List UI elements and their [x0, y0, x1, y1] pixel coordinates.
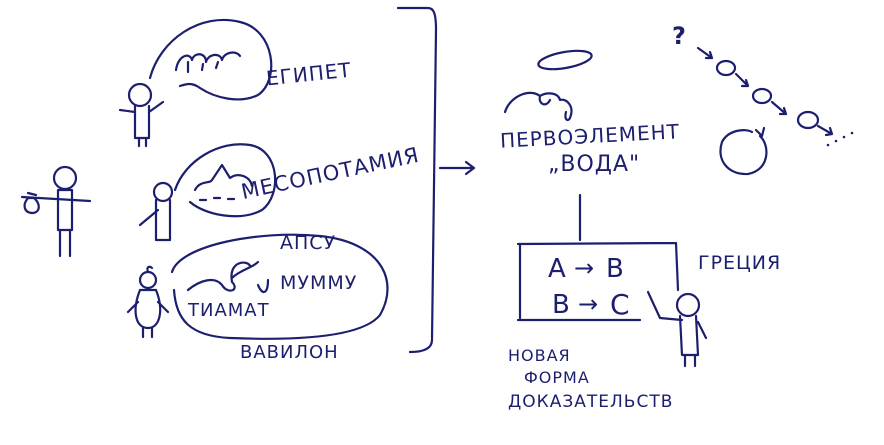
teacher-figure	[646, 290, 708, 368]
traveler-figure	[20, 165, 92, 258]
mountain-icon	[193, 163, 254, 202]
waves-icon	[174, 51, 242, 74]
serpent-icon	[186, 260, 270, 293]
mesopotamia-thought-bubble	[173, 143, 277, 218]
board-line1-b: B	[606, 254, 624, 284]
caption-line3: ДОКАЗАТЕЛЬСТВ	[508, 392, 674, 412]
arrow-to-greece	[438, 160, 476, 176]
board-line2-arrow: →	[578, 290, 599, 318]
question-mark: ?	[672, 22, 687, 50]
chain-diagram	[696, 46, 854, 147]
first-element-line2: „ВОДА"	[548, 152, 641, 177]
cycle-icon	[719, 126, 768, 176]
egypt-figure	[118, 82, 165, 148]
board-line2-a: B	[552, 290, 570, 320]
board-line1-a: A	[548, 254, 566, 284]
halo-ellipse	[537, 49, 593, 71]
babylon-label: ВАВИЛОН	[240, 342, 339, 363]
babylon-thought-bubble	[170, 233, 389, 340]
blackboard	[516, 241, 680, 322]
caption-line2: ФОРМА	[524, 368, 590, 387]
mummu-label: МУММУ	[280, 272, 358, 294]
caption-line1: НОВАЯ	[508, 346, 571, 365]
apsu-label: АПСУ	[280, 232, 337, 254]
mesopotamia-figure	[138, 181, 174, 242]
cloud-icon	[503, 91, 573, 122]
egypt-thought-bubble	[148, 18, 273, 101]
board-line1-arrow: →	[574, 254, 595, 282]
board-line2-b: C	[610, 288, 630, 321]
grouping-bracket	[396, 6, 438, 354]
babylon-figure	[126, 265, 170, 339]
tiamat-label: ТИАМАТ	[188, 300, 270, 321]
greece-label: ГРЕЦИЯ	[698, 252, 782, 274]
